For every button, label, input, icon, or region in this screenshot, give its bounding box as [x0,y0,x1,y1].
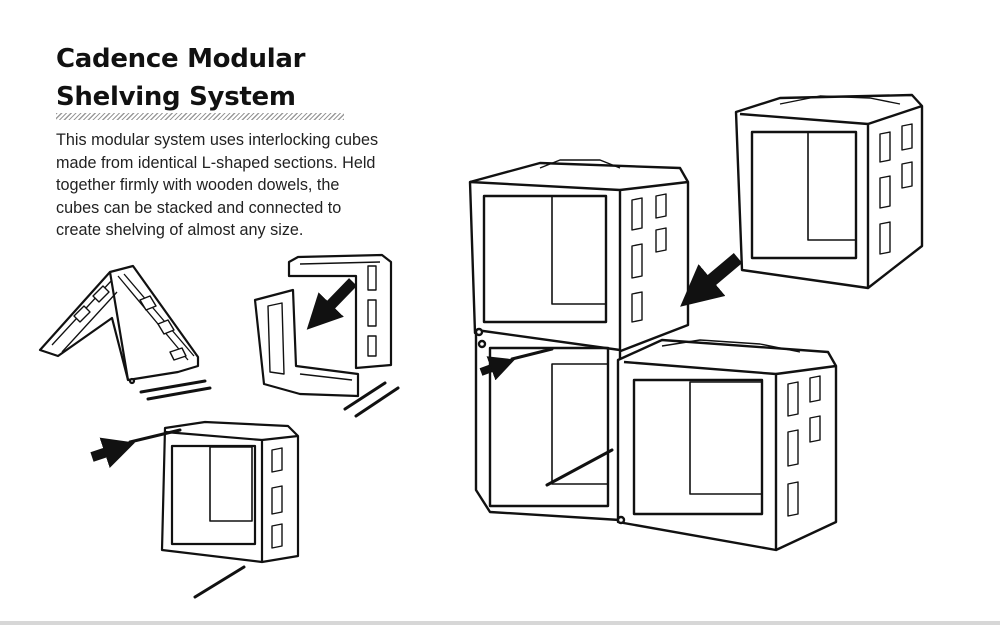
arrow-icon [90,437,135,468]
description-line: This modular system uses interlocking cu… [56,131,379,149]
description: This modular system uses interlocking cu… [56,129,396,242]
diagram-title: Cadence Modular Shelving System [56,40,376,116]
description-line: cubes can be stacked and connected to [56,198,342,217]
single-cube [160,420,300,564]
description-line: create shelving of almost any size. [56,221,304,240]
title-underline [56,113,344,120]
arrow-icon [479,356,516,381]
arrow-icon [680,253,743,307]
half-cube [287,253,393,370]
incoming-cube [734,93,924,290]
dowel-icon [510,347,614,487]
dowel-icon [343,381,400,418]
description-line: made from identical L-shaped sections. H… [56,153,376,172]
page-bottom-rule [0,621,1000,625]
stacked-cube-bottom-left [474,327,622,522]
arrow-icon [306,278,357,330]
stacked-cube-bottom-right [616,338,838,552]
title-line-2: Shelving System [56,82,296,112]
title-line-1: Cadence Modular [56,44,306,74]
stacked-cube-top [468,159,690,354]
description-line: together firmly with wooden dowels, the [56,176,340,195]
l-section-open [253,288,360,398]
dowel-icon [139,379,212,401]
l-section-folded [38,264,200,385]
dowel-icon [128,428,246,599]
